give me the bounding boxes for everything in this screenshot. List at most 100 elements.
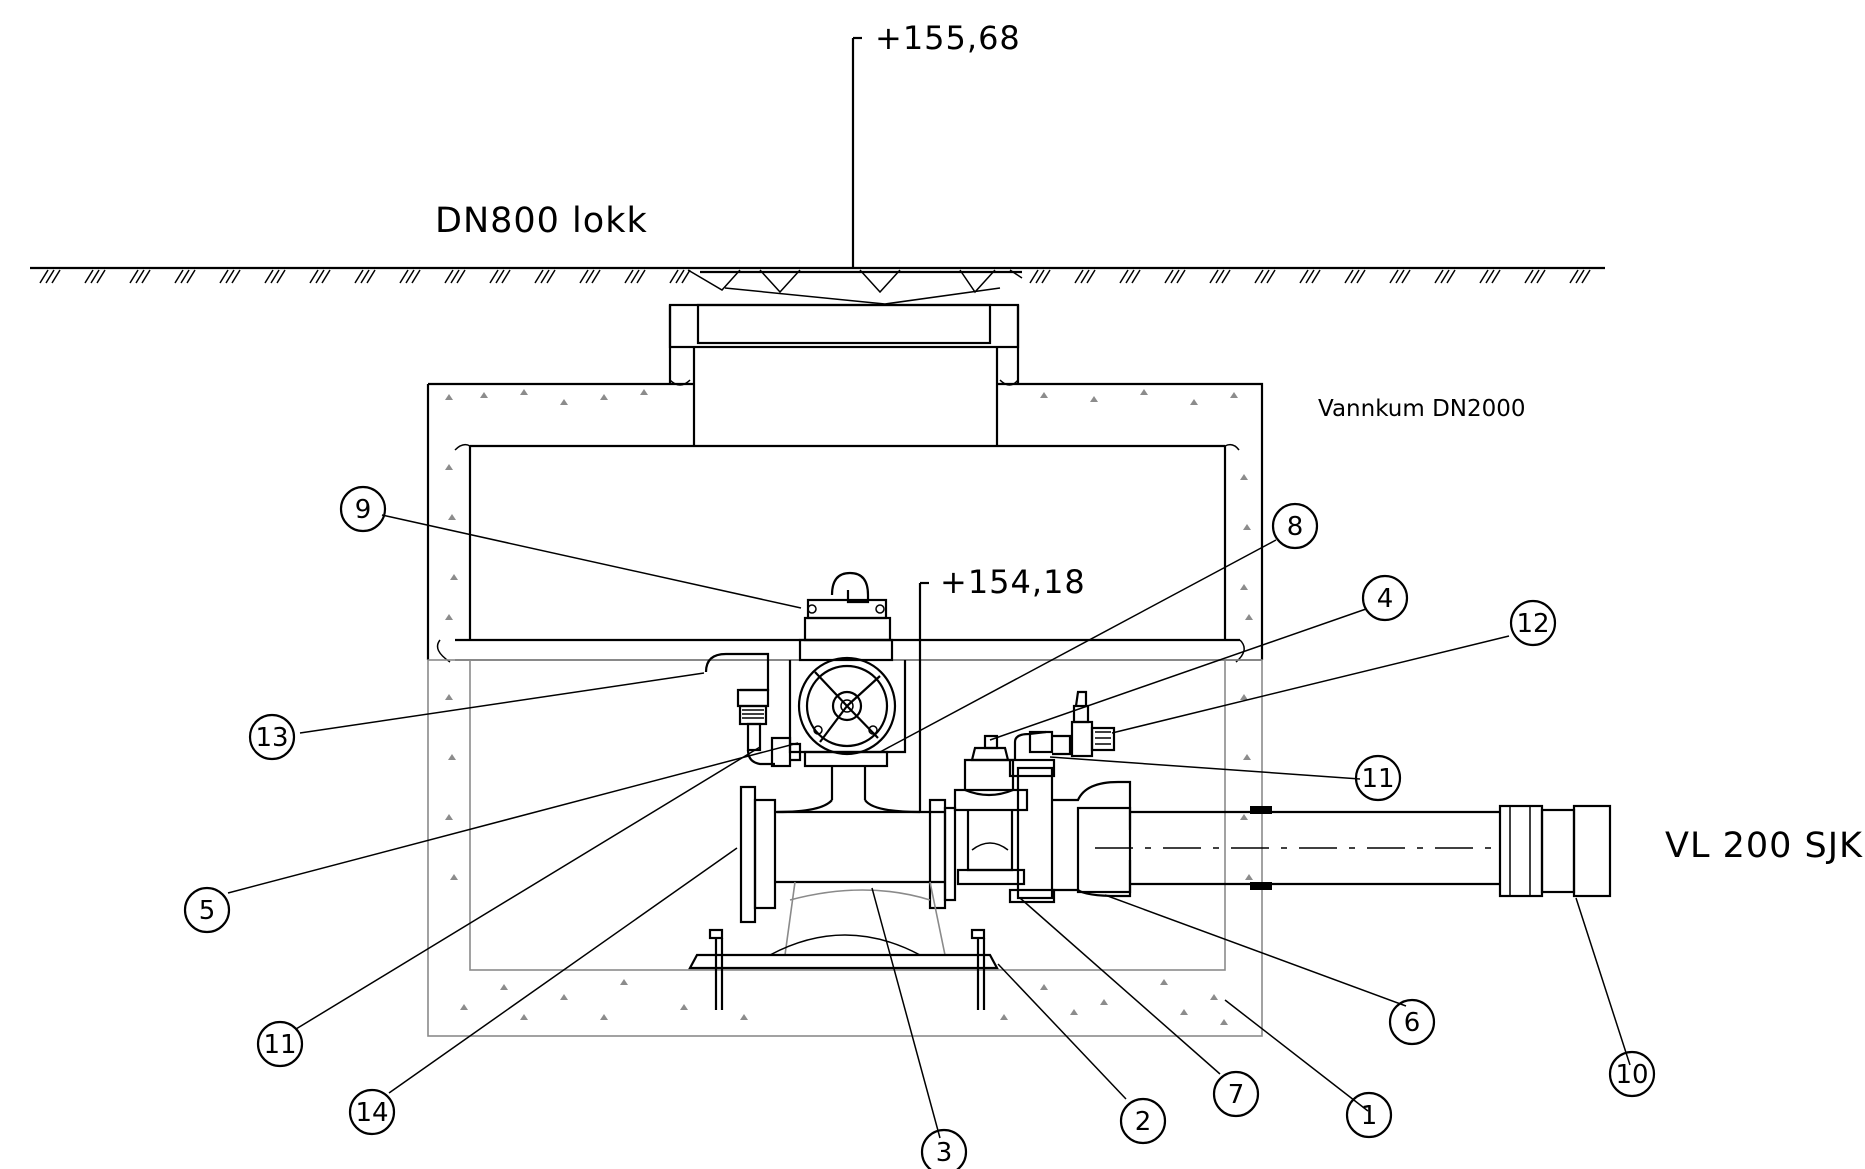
pipe-label: VL 200 SJK — [1665, 826, 1863, 866]
concrete-aggregate-mark — [1230, 392, 1238, 398]
concrete-aggregate-mark — [445, 614, 453, 620]
concrete-aggregate-mark — [1180, 1009, 1188, 1015]
concrete-aggregate-mark — [448, 514, 456, 520]
callout-circle — [920, 1128, 968, 1169]
air-valve — [704, 652, 802, 768]
concrete-aggregate-mark — [450, 874, 458, 880]
chamber-label: Vannkum DN2000 — [1318, 396, 1526, 422]
callout-number: 8 — [1287, 512, 1304, 542]
concrete-aggregate-mark — [1000, 1014, 1008, 1020]
callout-circle — [1509, 599, 1557, 647]
callout-number: 12 — [1516, 609, 1549, 639]
concrete-aggregate-mark — [445, 464, 453, 470]
callout-circle — [348, 1088, 396, 1136]
tee-pipe — [688, 785, 999, 1010]
callout-circle — [1361, 574, 1409, 622]
mid-elevation-marker: +154,18 — [918, 563, 1086, 812]
concrete-aggregate-mark — [448, 754, 456, 760]
valve-assembly — [776, 571, 921, 814]
callout-5: 5 — [183, 886, 231, 934]
concrete-aggregate-mark — [1243, 524, 1251, 530]
concrete-aggregate-mark — [1210, 994, 1218, 1000]
concrete-aggregate-mark — [480, 392, 488, 398]
concrete-aggregate-mark — [1040, 392, 1048, 398]
callout-11: 11 — [1354, 754, 1402, 802]
concrete-aggregate-mark — [450, 574, 458, 580]
callout-circle — [1119, 1097, 1167, 1145]
concrete-aggregate-mark — [1240, 474, 1248, 480]
concrete-aggregate-mark — [1090, 396, 1098, 402]
concrete-aggregate-mark — [1245, 614, 1253, 620]
concrete-aggregate-mark — [640, 389, 648, 395]
concrete-aggregate-mark — [445, 814, 453, 820]
callout-12: 12 — [1509, 599, 1557, 647]
callout-circle — [256, 1020, 304, 1068]
callout-number: 14 — [355, 1098, 388, 1128]
callout-number: 13 — [255, 723, 288, 753]
callout-circle — [1271, 502, 1319, 550]
concrete-aggregate-mark — [740, 1014, 748, 1020]
callout-circle — [1354, 754, 1402, 802]
callout-circle — [183, 886, 231, 934]
callout-number: 11 — [1361, 764, 1394, 794]
outgoing-pipe — [1052, 780, 1612, 898]
callout-number: 5 — [199, 896, 216, 926]
callout-number: 7 — [1228, 1080, 1245, 1110]
concrete-aggregate-mark — [620, 979, 628, 985]
top-elevation-marker: +155,68 — [851, 19, 1021, 268]
concrete-aggregate-mark — [600, 394, 608, 400]
concrete-aggregate-mark — [1160, 979, 1168, 985]
mid-elevation-text: +154,18 — [940, 563, 1086, 601]
concrete-aggregate-mark — [460, 1004, 468, 1010]
concrete-aggregate-mark — [1040, 984, 1048, 990]
callout-3: 3 — [920, 1128, 968, 1169]
leader-lines — [227, 514, 1631, 1139]
callout-number: 11 — [263, 1030, 296, 1060]
concrete-aggregate-mark — [500, 984, 508, 990]
callout-circle — [248, 713, 296, 761]
callout-13: 13 — [248, 713, 296, 761]
callout-7: 7 — [1212, 1070, 1260, 1118]
concrete-aggregate-mark — [1100, 999, 1108, 1005]
concrete-aggregate-mark — [560, 399, 568, 405]
concrete-aggregate-mark — [1190, 399, 1198, 405]
concrete-aggregate-mark — [560, 994, 568, 1000]
callout-11: 11 — [256, 1020, 304, 1068]
callout-2: 2 — [1119, 1097, 1167, 1145]
concrete-aggregate-mark — [1240, 584, 1248, 590]
callout-1: 1 — [1345, 1091, 1393, 1139]
callout-circle — [339, 485, 387, 533]
concrete-aggregate-mark — [1243, 754, 1251, 760]
concrete-aggregate-mark — [1240, 814, 1248, 820]
ground-line — [30, 266, 1605, 284]
callout-circle — [1345, 1091, 1393, 1139]
gate-valve — [953, 734, 1029, 886]
callout-8: 8 — [1271, 502, 1319, 550]
callout-9: 9 — [339, 485, 387, 533]
callout-number: 2 — [1135, 1107, 1152, 1137]
concrete-aggregate-mark — [1240, 694, 1248, 700]
concrete-aggregate-mark — [520, 1014, 528, 1020]
concrete-aggregate-mark — [520, 389, 528, 395]
callout-circle — [1388, 998, 1436, 1046]
concrete-aggregate-mark — [1070, 1009, 1078, 1015]
concrete-aggregate-mark — [1220, 1019, 1228, 1025]
concrete-aggregate-mark — [600, 1014, 608, 1020]
concrete-aggregate-mark — [1140, 389, 1148, 395]
callout-4: 4 — [1361, 574, 1409, 622]
callout-number: 10 — [1615, 1060, 1648, 1090]
manhole-lid — [668, 269, 1023, 446]
callout-14: 14 — [348, 1088, 396, 1136]
callout-number: 1 — [1361, 1101, 1378, 1131]
callout-circle — [1212, 1070, 1260, 1118]
callout-number: 6 — [1404, 1008, 1421, 1038]
top-elevation-text: +155,68 — [875, 19, 1021, 57]
concrete-aggregate-mark — [445, 694, 453, 700]
callout-number: 3 — [936, 1138, 953, 1168]
lid-label: DN800 lokk — [435, 201, 648, 241]
callout-10: 10 — [1608, 1050, 1656, 1098]
callout-circle — [1608, 1050, 1656, 1098]
coupling-assembly — [1008, 690, 1116, 904]
callout-markers: 9 8 4 12 13 11 5 11 14 3 2 7 1 6 10 — [183, 485, 1656, 1169]
